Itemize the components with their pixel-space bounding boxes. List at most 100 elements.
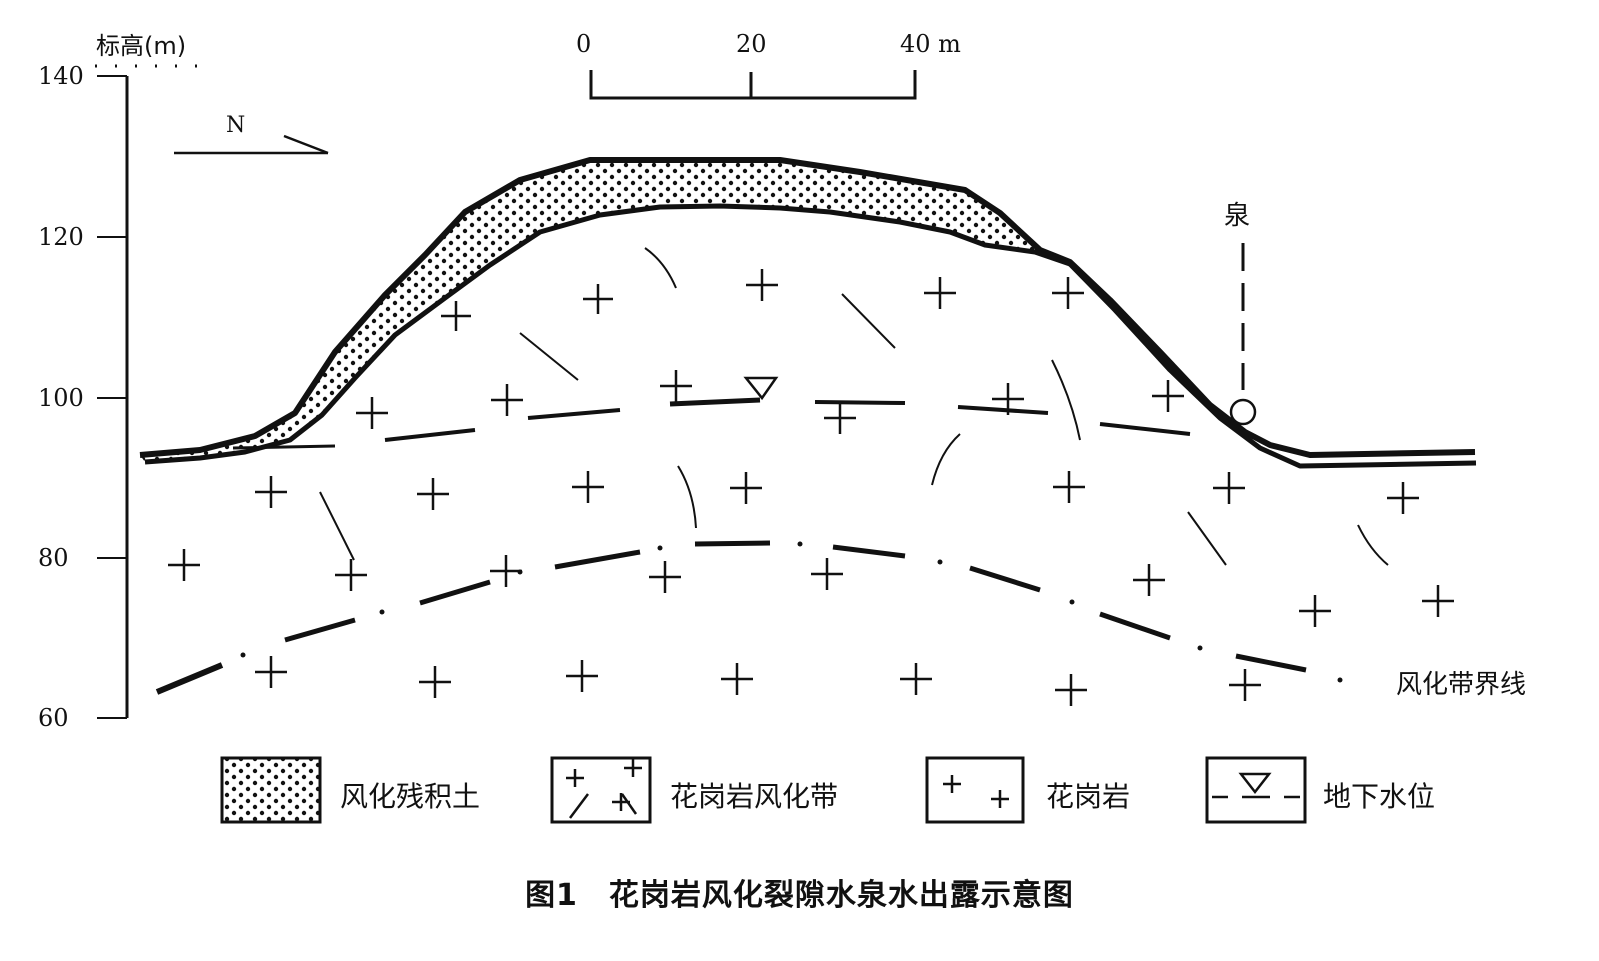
elevation-axis: 标高(m) 140 120 100 80 60	[38, 32, 210, 732]
residual-soil-band	[140, 160, 1065, 462]
boundary-segment	[155, 662, 224, 695]
boundary-label: 风化带界线	[1396, 670, 1526, 700]
plus-symbol	[660, 370, 692, 402]
plus-symbol	[491, 384, 523, 416]
plus-symbol	[566, 660, 598, 692]
plus-symbol	[1152, 380, 1184, 412]
legend-item-water-table: 地下水位	[1205, 756, 1435, 824]
fracture-line	[841, 293, 896, 349]
plus-symbol	[1055, 674, 1087, 706]
boundary-dot	[240, 652, 246, 658]
plus-symbol	[572, 471, 604, 503]
legend-item-granite: 花岗岩	[925, 756, 1130, 824]
fracture-line	[677, 465, 697, 529]
plus-symbol	[419, 666, 451, 698]
fractures	[319, 247, 1389, 566]
boundary-dot	[1069, 599, 1075, 605]
plus-symbol	[335, 559, 367, 591]
spring-circle-icon	[1229, 398, 1257, 426]
boundary-segment	[284, 617, 356, 643]
scale-bar: 0 20 40 m	[576, 30, 961, 100]
boundary-dot	[1197, 645, 1203, 651]
scale-tick-label: 40 m	[900, 30, 961, 58]
plus-symbol	[924, 277, 956, 309]
plus-symbol	[1387, 482, 1419, 514]
plus-symbol	[1299, 595, 1331, 627]
plus-symbol	[1052, 277, 1084, 309]
legend-label: 花岗岩风化带	[670, 780, 838, 813]
plus-symbol	[1422, 585, 1454, 617]
legend-item-weathered-granite: 花岗岩风化带	[550, 756, 838, 824]
plus-symbol	[168, 549, 200, 581]
plus-symbol	[441, 301, 471, 331]
axis-tick-label: 80	[38, 544, 69, 572]
plus-symbol	[730, 472, 762, 504]
water-table-segment	[1099, 422, 1191, 436]
plus-symbol	[1213, 472, 1245, 504]
plus-symbol	[356, 397, 388, 429]
plus-symbol	[649, 561, 681, 593]
north-arrow: N	[174, 113, 329, 155]
fracture-line	[1357, 524, 1389, 566]
water-table-segment	[527, 408, 621, 420]
dotted-soil-icon	[220, 756, 322, 824]
legend-item-residual-soil: 风化残积土	[220, 756, 480, 824]
axis-tick-label: 120	[38, 223, 84, 251]
fracture-line	[1187, 511, 1227, 566]
boundary-segment	[419, 579, 491, 606]
granite-symbols	[168, 269, 1454, 706]
boundary-segment	[832, 544, 906, 559]
plus-symbol	[1133, 564, 1165, 596]
water-table-segment	[669, 397, 761, 407]
boundary-dot	[937, 559, 943, 565]
boundary-dot	[379, 609, 385, 615]
weathered-granite-icon	[550, 756, 652, 824]
fracture-line	[319, 491, 355, 561]
axis-tick-label: 100	[38, 384, 84, 412]
spring-marker: 泉	[1224, 201, 1257, 426]
boundary-dot	[1337, 677, 1343, 683]
plus-symbol	[1053, 471, 1085, 503]
plus-symbol	[992, 383, 1024, 415]
fracture-line	[1051, 359, 1081, 441]
water-table-segment	[232, 444, 336, 450]
axis-tick-label: 140	[38, 62, 84, 90]
legend-label: 地下水位	[1323, 780, 1435, 813]
fracture-line	[519, 332, 579, 381]
ground-surface-line	[139, 157, 1476, 458]
plus-symbol	[721, 663, 753, 695]
boundary-dot	[657, 545, 663, 551]
boundary-dot	[797, 541, 803, 547]
soil-base-line	[144, 203, 1071, 465]
legend-label: 风化残积土	[340, 780, 480, 813]
north-label: N	[226, 113, 245, 138]
plus-symbol	[417, 478, 449, 510]
fracture-line	[931, 433, 961, 486]
water-table-symbol	[743, 376, 779, 401]
scale-tick-label: 20	[736, 30, 767, 58]
legend: 风化残积土 花岗岩风化带	[220, 756, 1435, 824]
scale-tick-label: 0	[576, 30, 591, 58]
ground-surface-right	[1068, 262, 1477, 469]
plus-symbol	[255, 656, 287, 688]
plus-symbol	[824, 402, 856, 434]
plus-symbol	[583, 284, 613, 314]
plus-symbol	[490, 555, 522, 587]
plus-symbol	[1229, 669, 1261, 701]
water-table-segment	[957, 405, 1049, 415]
water-table-segment	[384, 428, 476, 442]
granite-icon	[925, 756, 1025, 824]
legend-label: 花岗岩	[1046, 780, 1130, 813]
axis-label: 标高(m)	[96, 32, 186, 60]
scale-bar-line	[589, 70, 917, 100]
figure-caption: 图1 花岗岩风化裂隙水泉水出露示意图	[525, 878, 1074, 913]
boundary-segment	[969, 565, 1041, 593]
axis-tick-label: 60	[38, 704, 69, 732]
boundary-segment	[1099, 611, 1171, 641]
plus-symbol	[746, 269, 778, 301]
plus-symbol	[900, 663, 932, 695]
boundary-segment	[554, 549, 641, 570]
north-arrow-head	[283, 134, 329, 155]
spring-label: 泉	[1224, 201, 1250, 231]
